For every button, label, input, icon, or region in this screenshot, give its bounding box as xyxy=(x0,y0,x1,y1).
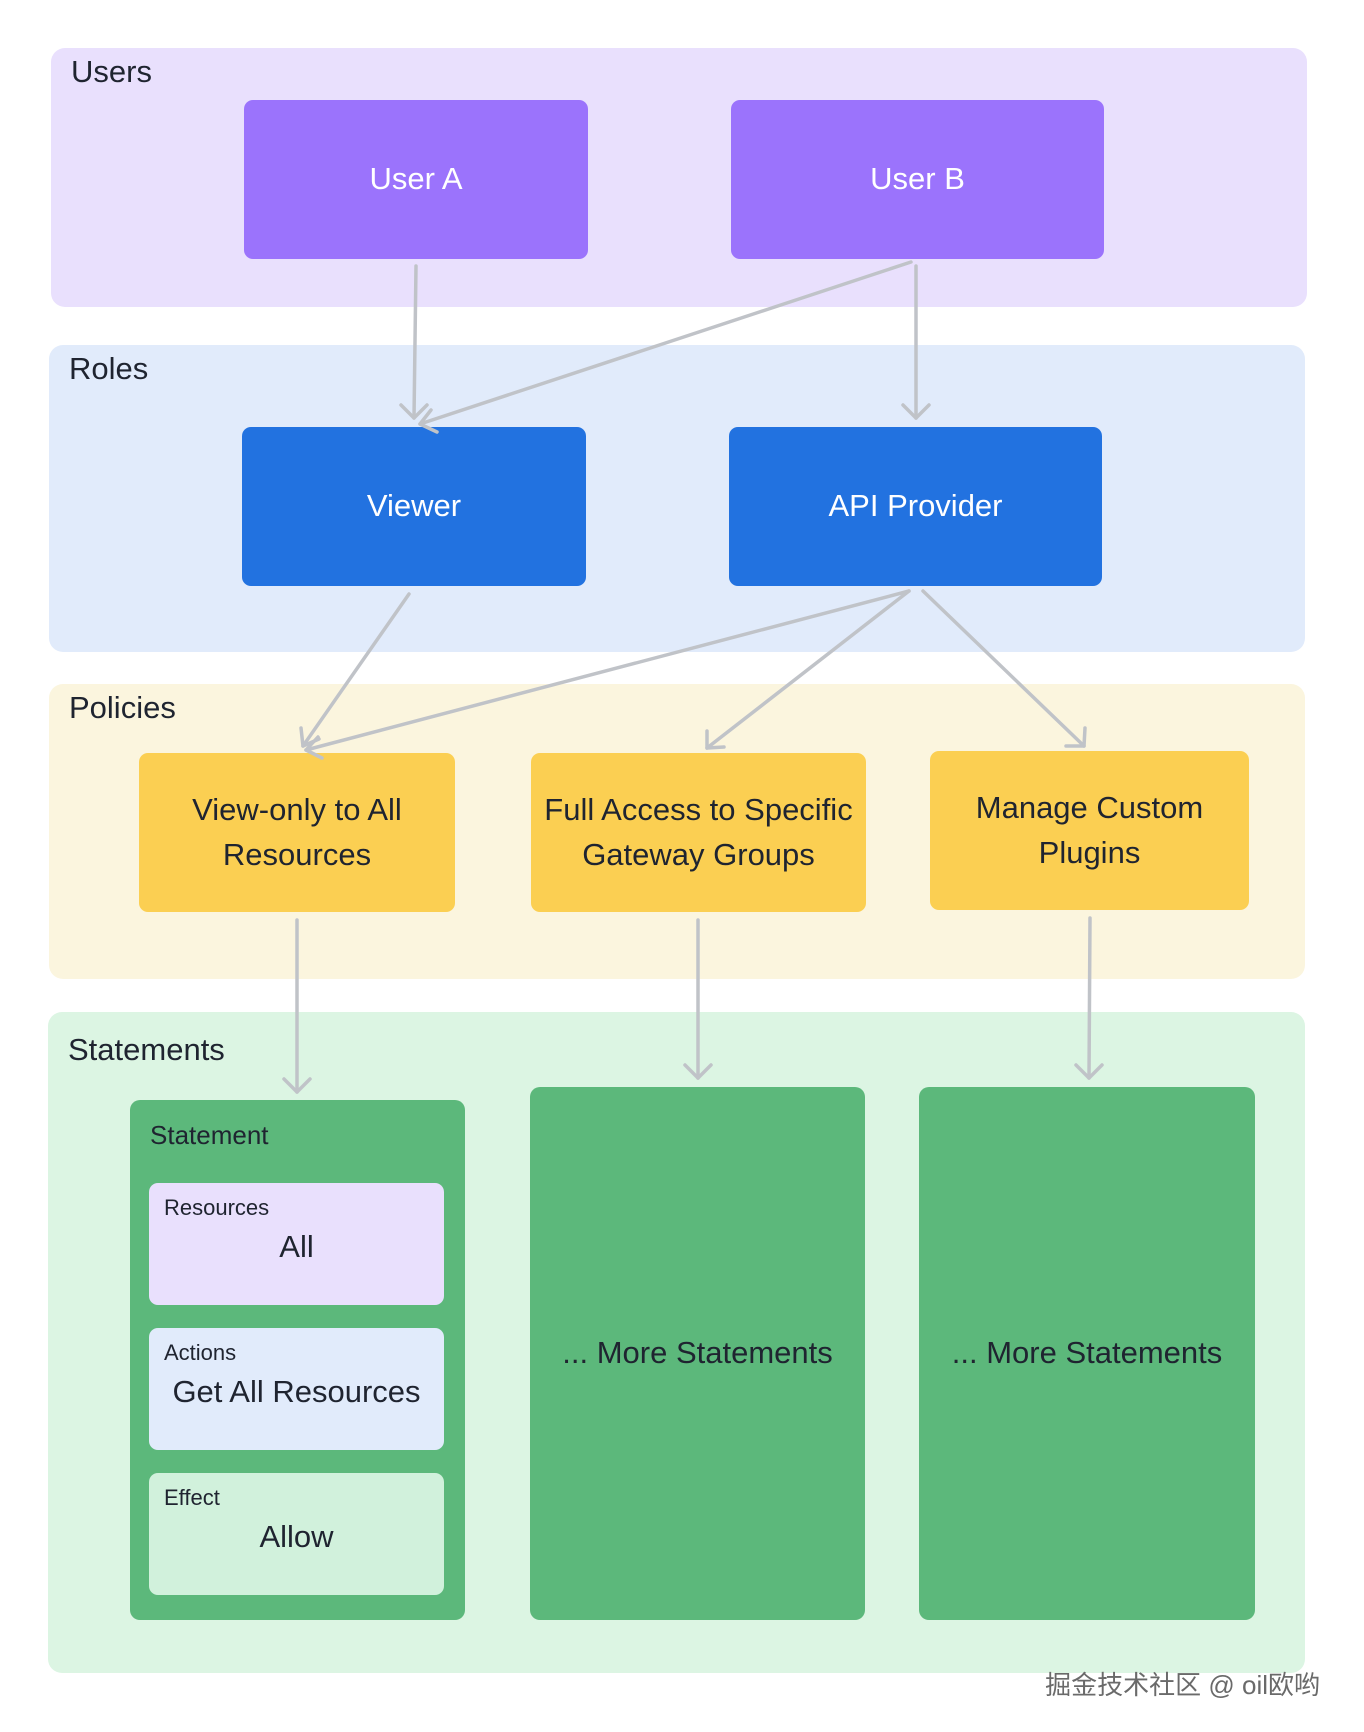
user-a-node[interactable]: User A xyxy=(244,100,588,259)
user-b-label: User B xyxy=(870,161,965,197)
full-access-policy-label: Full Access to Specific Gateway Groups xyxy=(544,792,853,872)
viewer-role-node[interactable]: Viewer xyxy=(242,427,586,586)
users-layer: Users xyxy=(51,48,1307,307)
statement-title: Statement xyxy=(150,1120,269,1150)
roles-layer-title: Roles xyxy=(69,351,149,386)
roles-layer: Roles xyxy=(49,345,1305,652)
actions-field-value: Get All Resources xyxy=(172,1374,421,1409)
api-provider-role-node[interactable]: API Provider xyxy=(729,427,1102,586)
statement-detail-box[interactable]: Statement Resources All Actions Get All … xyxy=(130,1100,465,1620)
effect-field: Effect Allow xyxy=(149,1473,444,1595)
view-only-policy-node[interactable]: View-only to All Resources xyxy=(139,753,455,912)
full-access-policy-node[interactable]: Full Access to Specific Gateway Groups xyxy=(531,753,866,912)
statements-layer-title: Statements xyxy=(68,1032,225,1067)
policies-layer-title: Policies xyxy=(69,690,176,725)
resources-field-value: All xyxy=(279,1229,314,1264)
effect-field-label: Effect xyxy=(164,1485,220,1510)
api-provider-role-label: API Provider xyxy=(828,488,1003,524)
more-statements-label-2: ... More Statements xyxy=(951,1335,1223,1371)
users-layer-title: Users xyxy=(71,54,152,89)
more-statements-box-2[interactable]: ... More Statements xyxy=(919,1087,1255,1620)
watermark: 掘金技术社区 @ oil欧哟 xyxy=(1045,1670,1320,1700)
user-b-node[interactable]: User B xyxy=(731,100,1104,259)
resources-field: Resources All xyxy=(149,1183,444,1305)
actions-field-label: Actions xyxy=(164,1340,237,1365)
view-only-policy-label: View-only to All Resources xyxy=(192,792,402,872)
effect-field-value: Allow xyxy=(259,1519,334,1554)
more-statements-label-1: ... More Statements xyxy=(562,1335,833,1371)
resources-field-label: Resources xyxy=(164,1195,270,1220)
user-a-label: User A xyxy=(369,161,463,197)
actions-field: Actions Get All Resources xyxy=(149,1328,444,1450)
more-statements-box-1[interactable]: ... More Statements xyxy=(530,1087,865,1620)
manage-plugins-policy-label: Manage Custom Plugins xyxy=(975,790,1204,870)
viewer-role-label: Viewer xyxy=(366,488,462,524)
manage-plugins-policy-node[interactable]: Manage Custom Plugins xyxy=(930,751,1249,910)
